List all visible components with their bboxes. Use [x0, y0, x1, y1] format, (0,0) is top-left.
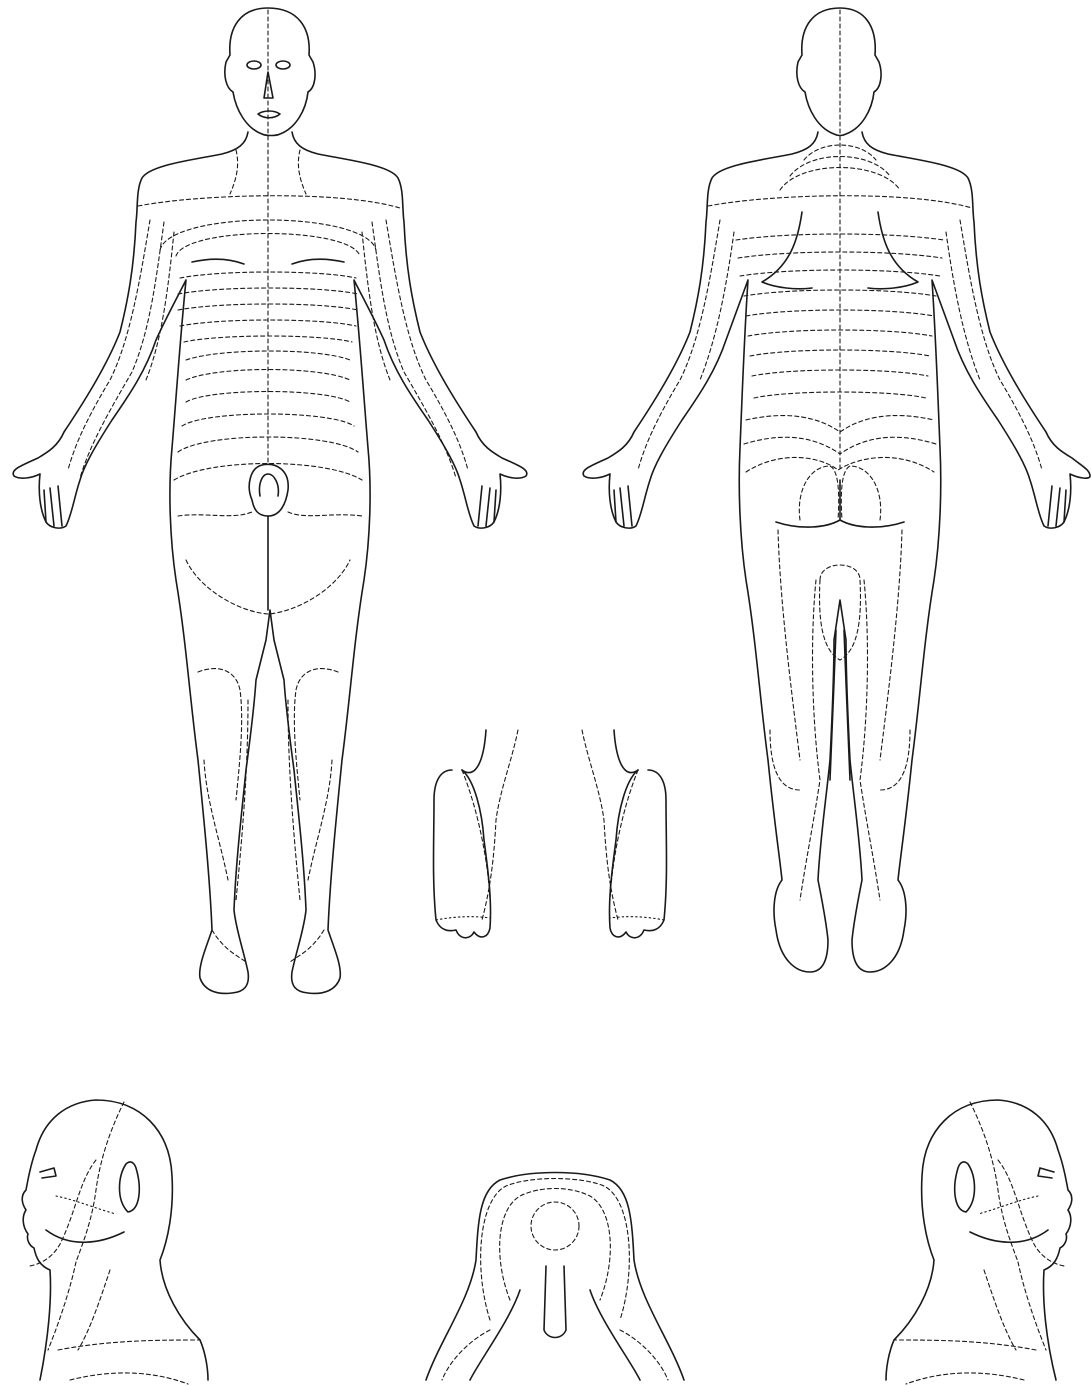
back-left-leg-1	[778, 530, 800, 760]
front-neck-left	[230, 150, 238, 194]
back-right-scapula	[868, 212, 918, 289]
right-profile-line-3	[978, 1196, 1038, 1214]
perineum-ring-3	[442, 1330, 490, 1380]
right-profile-chest	[906, 1373, 1024, 1384]
right-profile-line-2	[998, 1160, 1064, 1266]
left-profile-chest	[70, 1373, 188, 1384]
front-right-leg-1	[294, 669, 338, 800]
front-right-fingers	[478, 486, 496, 526]
right-profile-outline	[886, 1100, 1072, 1380]
right-sole-line-1	[582, 730, 618, 920]
back-right-fingers	[1048, 486, 1066, 526]
right-sole-ankle	[614, 730, 638, 773]
right-profile-eye	[1038, 1168, 1054, 1178]
head-right-profile	[886, 1100, 1072, 1384]
front-band-11	[174, 464, 362, 481]
perineum-right-inner	[590, 1290, 640, 1380]
perineum-center	[544, 1266, 566, 1338]
front-left-pec	[192, 259, 244, 264]
back-sacral-left	[799, 466, 838, 520]
back-leg-cleft	[830, 630, 850, 780]
back-left-arm-1	[638, 220, 720, 470]
perineum	[426, 1173, 684, 1381]
right-profile-line-1	[970, 1102, 1018, 1262]
back-left-leg-2	[800, 580, 820, 900]
right-profile-neck-2	[984, 1270, 1016, 1350]
right-sole-outline	[609, 770, 666, 938]
foot-sole-left	[434, 730, 519, 938]
back-head-outline	[797, 8, 881, 136]
left-profile-eye	[40, 1168, 56, 1178]
head-left-profile	[22, 1100, 208, 1384]
left-profile-neck-2	[78, 1270, 110, 1350]
front-body-outline	[13, 132, 527, 993]
left-profile-ear	[120, 1162, 140, 1212]
back-buttocks	[776, 520, 904, 527]
left-profile-outline	[22, 1100, 208, 1380]
back-right-calf	[880, 730, 910, 790]
front-neck-right	[298, 150, 306, 194]
left-profile-line-3	[56, 1196, 116, 1214]
left-profile-line-2	[30, 1160, 96, 1266]
back-left-scapula	[762, 212, 812, 289]
left-sole-line-1	[482, 730, 518, 920]
front-head-outline	[225, 8, 315, 136]
perineum-ring-4	[620, 1330, 668, 1380]
left-sole-ankle	[462, 730, 486, 773]
foot-sole-right	[582, 730, 667, 938]
left-profile-line-1	[76, 1102, 124, 1262]
front-left-arm-1	[68, 220, 150, 470]
perineum-anus	[531, 1202, 579, 1250]
right-profile-ear	[955, 1162, 975, 1212]
front-groin-right	[288, 512, 362, 516]
body-back	[583, 8, 1090, 972]
front-left-fingers	[44, 486, 62, 526]
back-left-arm-2	[700, 232, 734, 380]
back-left-fingers	[614, 486, 632, 526]
back-right-leg-2	[860, 580, 880, 900]
front-right-arm-1	[386, 220, 468, 470]
perineum-ring-1	[500, 1189, 611, 1301]
perineum-ring-2	[481, 1179, 630, 1321]
front-genitals	[249, 464, 288, 516]
back-right-leg-1	[880, 530, 902, 760]
perineum-outline	[426, 1173, 684, 1381]
front-left-leg-1	[198, 669, 242, 800]
left-sole-line-2	[462, 770, 490, 900]
front-left-eye	[247, 61, 261, 69]
front-right-leg-2	[308, 760, 332, 880]
front-right-eye	[276, 61, 290, 69]
front-right-pec	[292, 259, 344, 264]
left-profile-neck-1	[48, 1262, 76, 1350]
left-sole-outline	[434, 770, 491, 938]
right-sole-line-2	[610, 770, 638, 900]
back-left-calf	[770, 730, 800, 790]
back-thigh-loop	[820, 565, 861, 660]
front-shoulder-line	[138, 196, 400, 208]
perineum-left-inner	[470, 1290, 520, 1380]
back-sacral-right	[841, 466, 880, 520]
front-mouth	[258, 111, 280, 118]
right-profile-neck-1	[1018, 1262, 1046, 1350]
back-body-outline	[583, 132, 1090, 972]
body-front	[13, 8, 527, 993]
front-groin-left	[178, 512, 252, 516]
back-right-arm-1	[960, 220, 1042, 470]
back-right-arm-2	[946, 232, 980, 380]
